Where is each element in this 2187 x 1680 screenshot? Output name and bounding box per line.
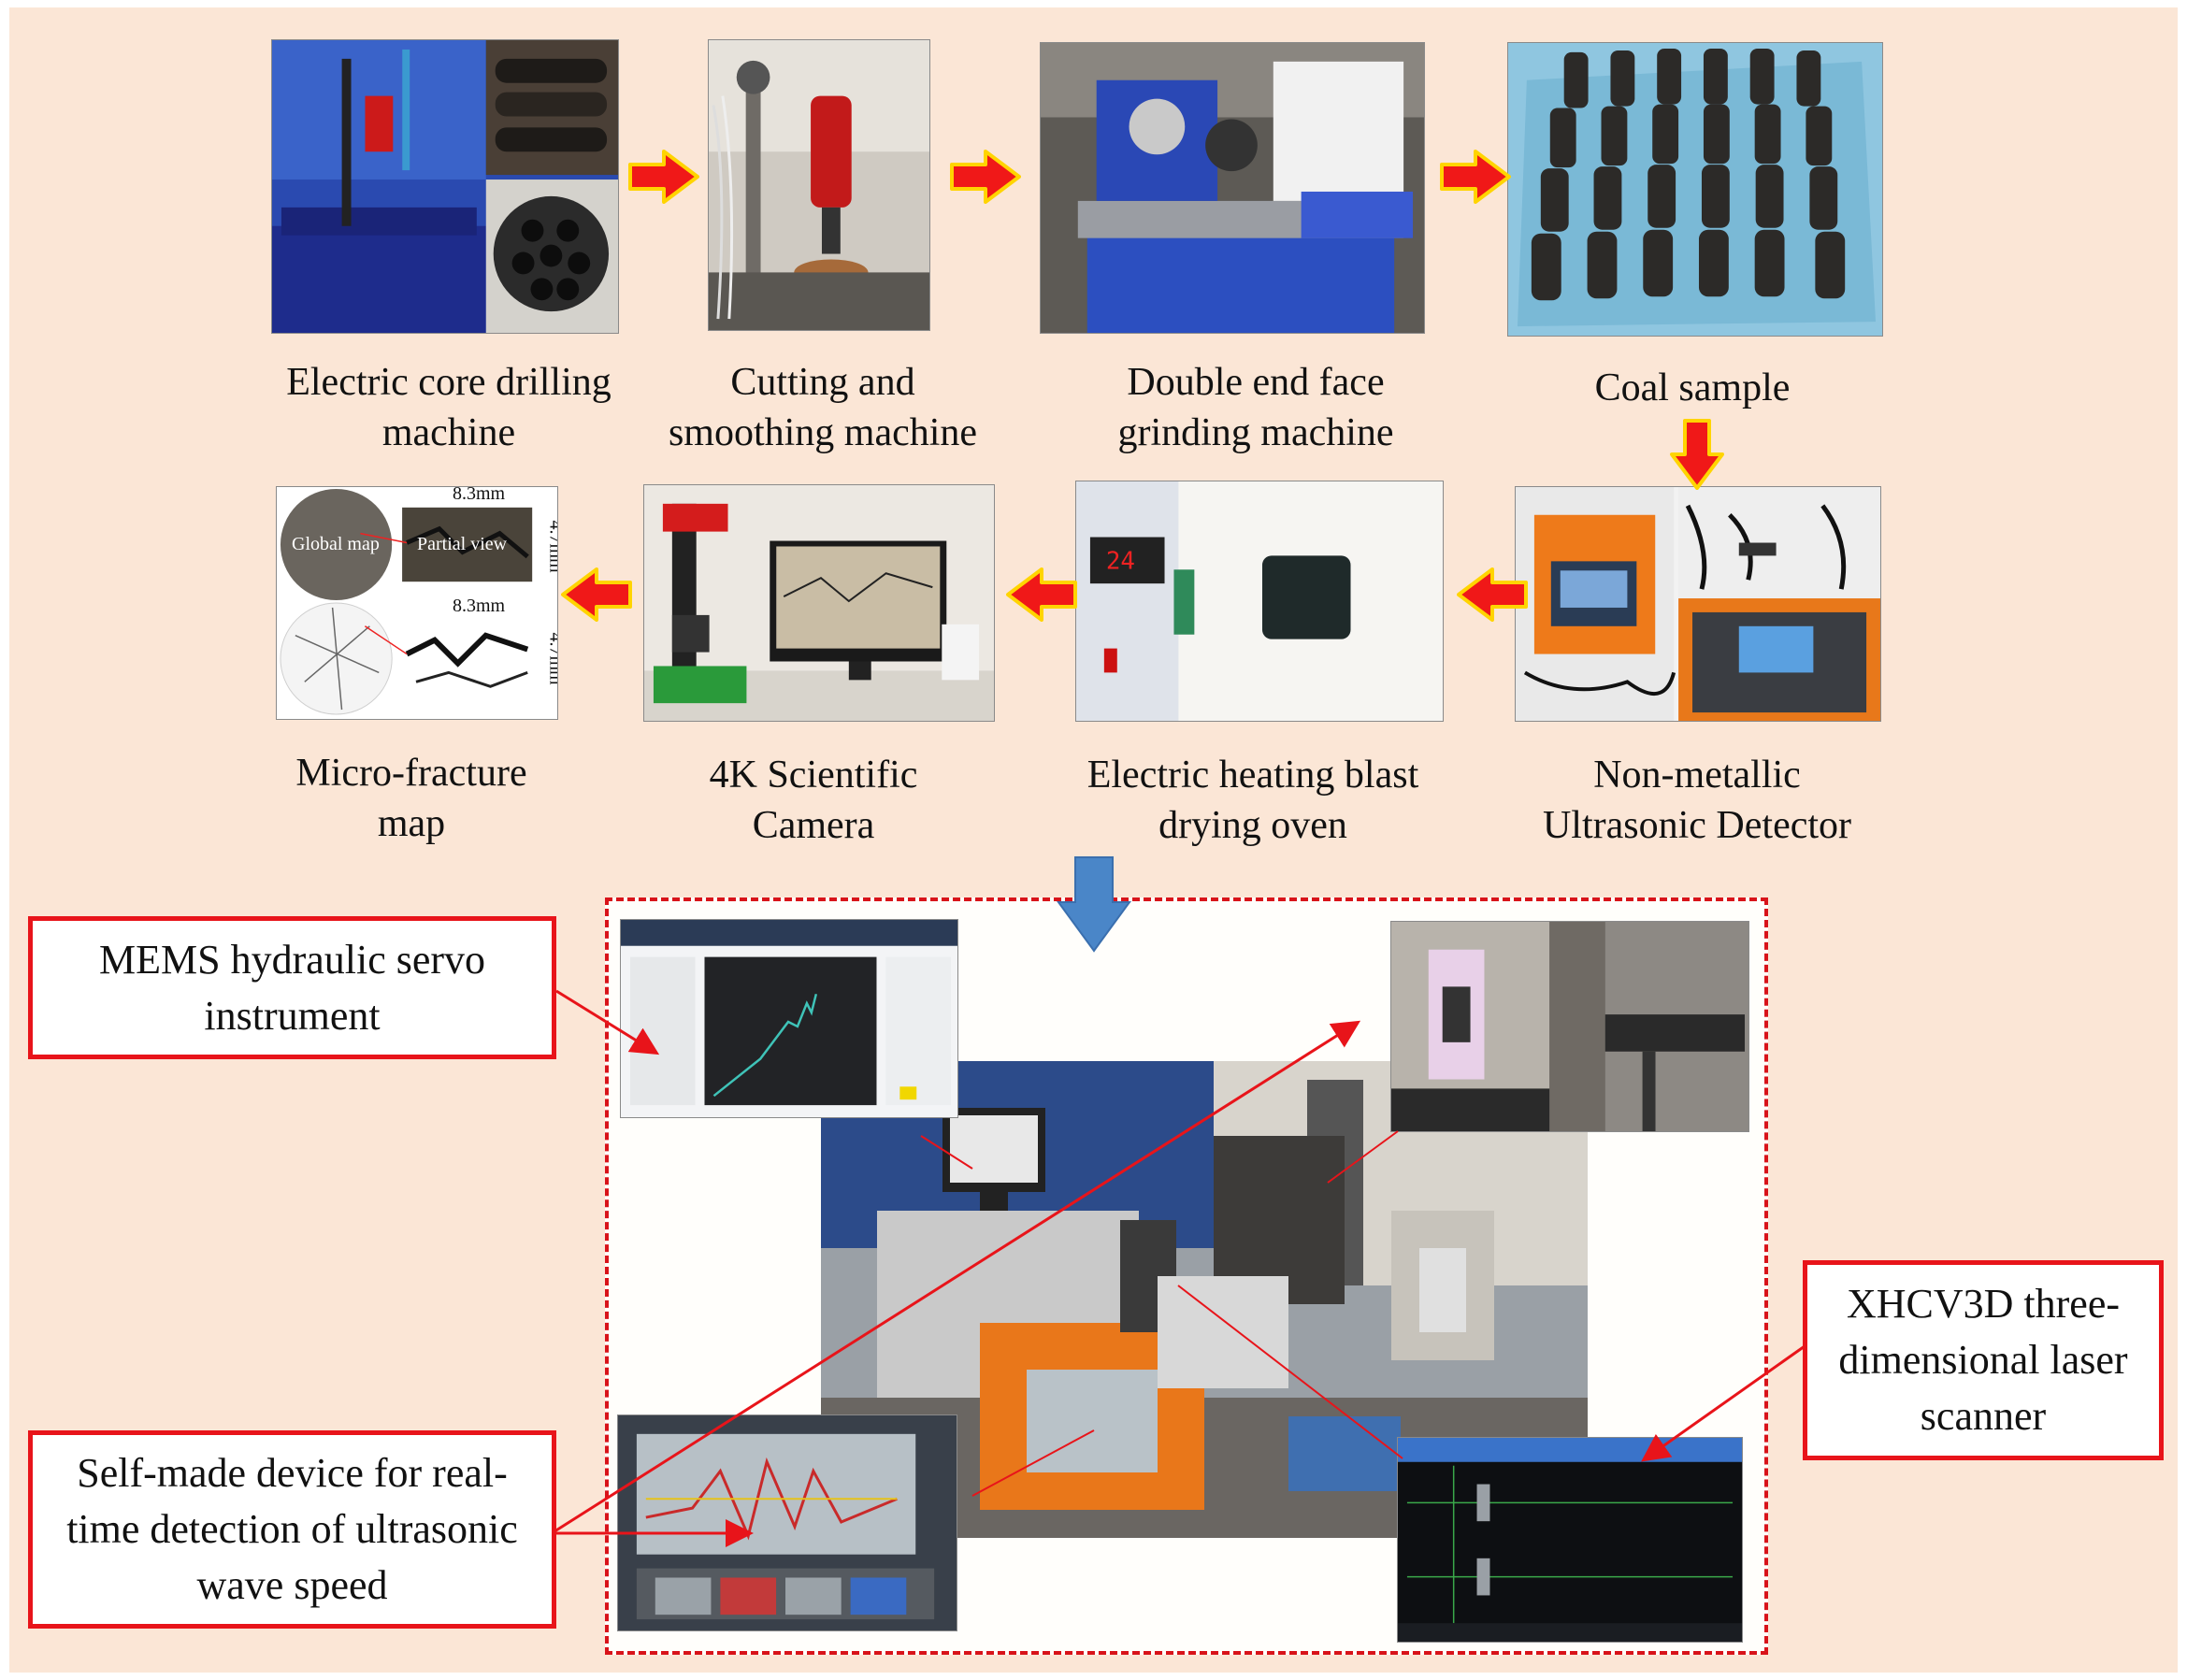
- caption-line: machine: [381, 411, 516, 454]
- scale-height-label: 4.7mm: [545, 632, 558, 685]
- scientific-camera-photo: [643, 484, 995, 722]
- flow-arrow-right-icon: [950, 150, 1021, 204]
- callout-line: time detection of ultrasonic: [66, 1506, 518, 1552]
- flow-arrow-right-icon: [628, 150, 699, 204]
- callout-line: instrument: [204, 992, 381, 1039]
- callout-line: Self-made device for real-: [77, 1450, 508, 1496]
- callout-line: XHCV3D three-: [1846, 1281, 2121, 1327]
- mems-software-screenshot: [620, 919, 958, 1118]
- callout-line: scanner: [1920, 1393, 2047, 1439]
- caption-line: drying oven: [1158, 804, 1347, 847]
- cutting-smoothing-machine-photo: [708, 39, 930, 331]
- coal-sample-photo: [1507, 42, 1883, 337]
- scale-height-label: 4.7mm: [545, 520, 558, 573]
- drying-oven-photo: 24: [1075, 481, 1444, 722]
- caption-cutting-smoothing: Cutting and smoothing machine: [645, 357, 1000, 458]
- caption-line: Electric heating blast: [1086, 754, 1419, 797]
- scale-width-label: 8.3mm: [453, 486, 506, 504]
- ultrasonic-detector-photo: [1515, 486, 1881, 722]
- grinding-machine-photo: [1040, 42, 1425, 334]
- flow-arrow-left-icon: [561, 567, 632, 622]
- flow-arrow-left-icon: [1457, 567, 1528, 622]
- flow-arrow-down-icon: [1670, 419, 1724, 490]
- caption-line: Micro-fracture: [295, 752, 527, 795]
- flow-arrow-left-icon: [1006, 567, 1077, 622]
- scanner-closeup-photo: [1390, 921, 1749, 1132]
- blue-down-arrow-icon: [1057, 856, 1131, 953]
- caption-ultrasonic-detector: Non-metallic Ultrasonic Detector: [1496, 750, 1898, 851]
- caption-line: Ultrasonic Detector: [1542, 804, 1852, 847]
- global-map-label: Global map: [292, 534, 380, 554]
- caption-line: grinding machine: [1117, 411, 1394, 454]
- scale-width-label: 8.3mm: [453, 596, 506, 616]
- laser-scan-software-screenshot: [1397, 1437, 1743, 1643]
- callout-line: dimensional laser: [1838, 1337, 2128, 1383]
- caption-grinding: Double end face grinding machine: [1069, 357, 1443, 458]
- caption-line: Electric core drilling: [286, 361, 611, 404]
- caption-line: 4K Scientific: [709, 754, 918, 797]
- callout-line: wave speed: [196, 1562, 388, 1608]
- scanner-callout: XHCV3D three- dimensional laser scanner: [1803, 1260, 2164, 1460]
- micro-fracture-map-image: 8.3mm 8.3mm 4.7mm 4.7mm Global map Parti…: [276, 486, 558, 720]
- ultrasonic-device-screen-photo: [617, 1414, 957, 1631]
- caption-line: Coal sample: [1594, 366, 1791, 409]
- callout-line: MEMS hydraulic servo: [98, 936, 486, 983]
- svg-text:24: 24: [1106, 547, 1135, 575]
- mems-callout: MEMS hydraulic servo instrument: [28, 916, 556, 1059]
- self-made-device-callout: Self-made device for real- time detectio…: [28, 1430, 556, 1629]
- caption-line: Double end face: [1127, 361, 1385, 404]
- core-drilling-machine-photo: [271, 39, 619, 334]
- caption-coal-sample: Coal sample: [1505, 363, 1879, 413]
- caption-drying-oven: Electric heating blast drying oven: [1057, 750, 1449, 851]
- caption-micro-fracture: Micro-fracture map: [234, 748, 589, 849]
- caption-line: map: [377, 802, 446, 845]
- partial-view-label: Partial view: [417, 534, 508, 554]
- caption-line: Cutting and: [730, 361, 915, 404]
- caption-scientific-camera: 4K Scientific Camera: [645, 750, 982, 851]
- caption-line: smoothing machine: [668, 411, 978, 454]
- caption-line: Non-metallic: [1593, 754, 1801, 797]
- flow-arrow-right-icon: [1440, 150, 1511, 204]
- caption-core-drilling: Electric core drilling machine: [252, 357, 645, 458]
- caption-line: Camera: [752, 804, 875, 847]
